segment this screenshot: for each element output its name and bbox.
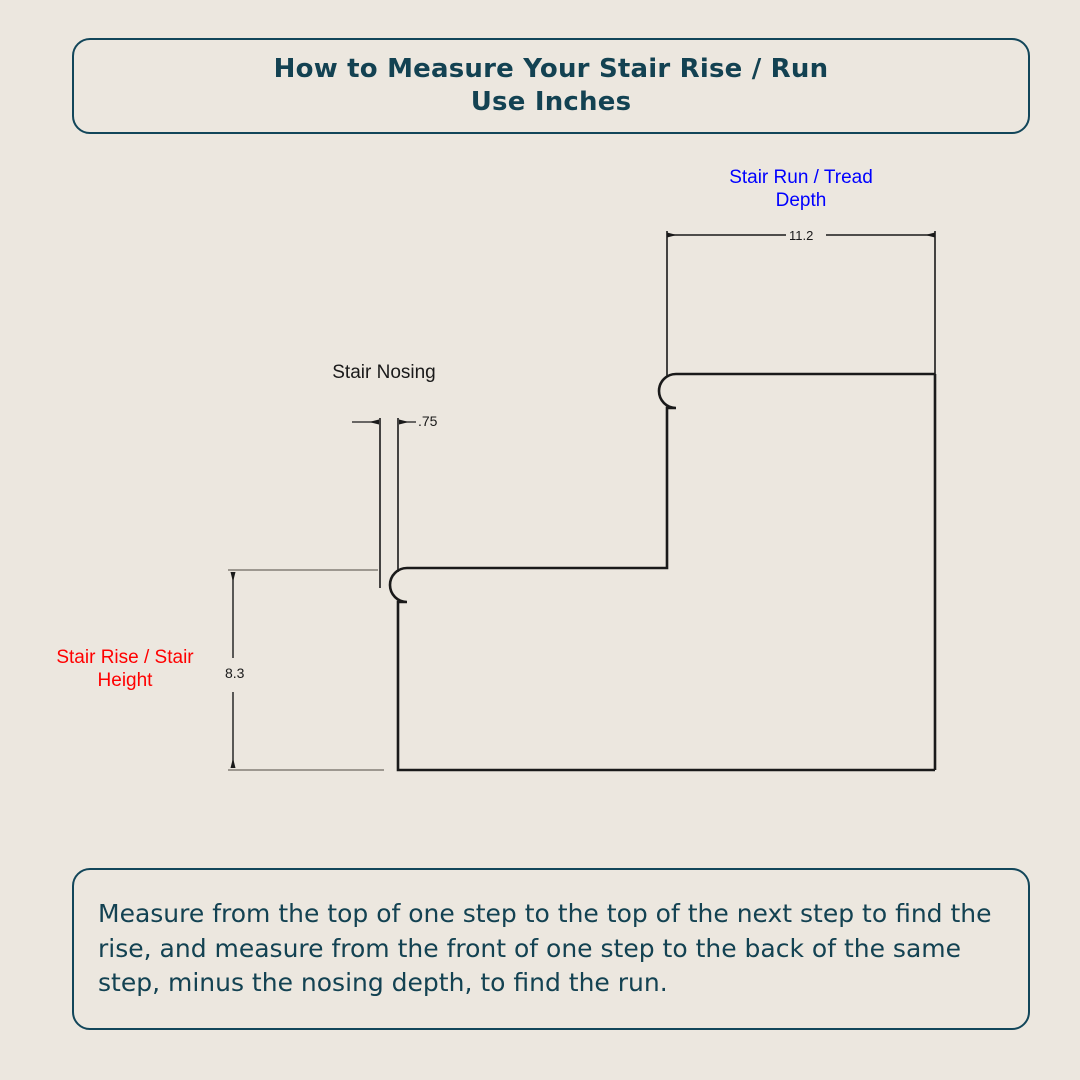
- title-line-1: How to Measure Your Stair Rise / Run: [273, 53, 829, 84]
- caption-text: Measure from the top of one step to the …: [98, 899, 992, 998]
- rise-dimension-value: 8.3: [223, 663, 247, 683]
- stair-run-label: Stair Run / Tread Depth: [729, 167, 873, 211]
- nosing-dimension-value: .75: [416, 413, 440, 429]
- run-dimension-value: 11.2: [786, 228, 817, 243]
- stair-nosing-label: Stair Nosing: [332, 362, 436, 383]
- caption-box: Measure from the top of one step to the …: [72, 868, 1030, 1030]
- stair-rise-label: Stair Rise / Stair Height: [56, 647, 194, 691]
- title-banner: How to Measure Your Stair Rise / Run Use…: [72, 38, 1030, 134]
- stair-profile-outline: [388, 372, 935, 772]
- title-line-2: Use Inches: [470, 87, 632, 117]
